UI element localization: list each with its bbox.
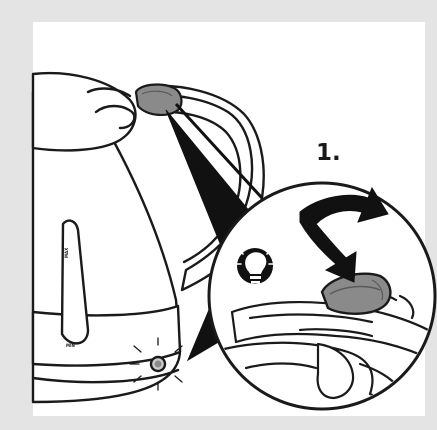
step-number: 1. — [316, 140, 341, 166]
scale-max-label: MAX — [64, 248, 69, 258]
lid-release-button — [136, 85, 181, 115]
scale-min-label: MIN — [66, 343, 75, 348]
